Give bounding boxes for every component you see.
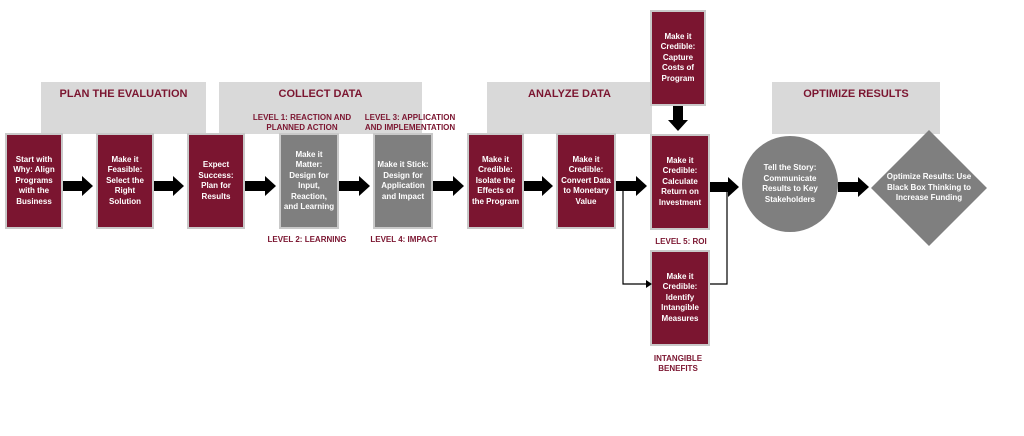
band-title-analyze: ANALYZE DATA [528, 88, 611, 100]
band-title-plan: PLAN THE EVALUATION [59, 88, 188, 100]
level-4-label: LEVEL 4: IMPACT [370, 235, 438, 244]
circle-tell-the-story: Tell the Story: Communicate Results to K… [742, 136, 838, 232]
box-convert-data: Make it Credible: Convert Data to Moneta… [556, 133, 616, 229]
band-collect [219, 82, 422, 134]
band-optimize [772, 82, 940, 134]
level-5-label: LEVEL 5: ROI [655, 237, 707, 246]
band-title-collect: COLLECT DATA [278, 88, 363, 100]
intangible-benefits-label: INTANGIBLE BENEFITS [653, 354, 703, 373]
diamond-optimize-label: Optimize Results: Use Black Box Thinking… [886, 172, 972, 203]
level-3-label: LEVEL 3: APPLICATION AND IMPLEMENTATION [364, 113, 456, 132]
box-isolate-effects: Make it Credible: Isolate the Effects of… [467, 133, 524, 229]
box-expect-success: Expect Success: Plan for Results [187, 133, 245, 229]
box-calculate-roi: Make it Credible: Calculate Return on In… [650, 134, 710, 230]
level-1-label: LEVEL 1: REACTION AND PLANNED ACTION [252, 113, 352, 132]
box-make-it-feasible: Make it Feasible: Select the Right Solut… [96, 133, 154, 229]
box-start-with-why: Start with Why: Align Programs with the … [5, 133, 63, 229]
band-plan [41, 82, 206, 134]
box-make-it-stick: Make it Stick: Design for Application an… [373, 133, 433, 229]
band-title-optimize: OPTIMIZE RESULTS [803, 88, 909, 100]
level-2-label: LEVEL 2: LEARNING [267, 235, 347, 244]
box-identify-intangibles: Make it Credible: Identify Intangible Me… [650, 250, 710, 346]
band-analyze [487, 82, 652, 134]
box-capture-costs: Make it Credible: Capture Costs of Progr… [650, 10, 706, 106]
box-make-it-matter: Make it Matter: Design for Input, Reacti… [279, 133, 339, 229]
